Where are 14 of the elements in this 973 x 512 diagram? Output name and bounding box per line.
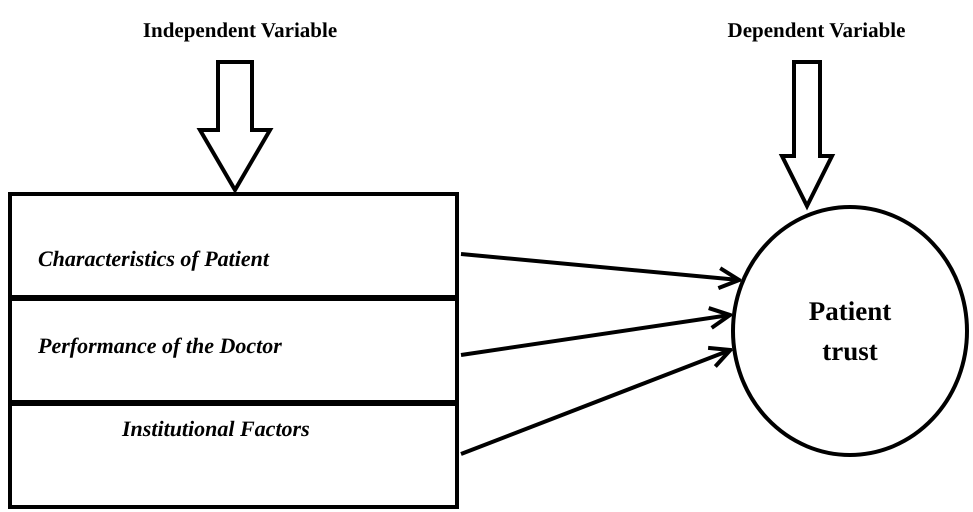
factor-box xyxy=(8,192,459,299)
factor-label: Characteristics of Patient xyxy=(38,245,270,273)
arrow xyxy=(460,252,742,290)
arrow xyxy=(460,306,732,357)
factor-label: Institutional Factors xyxy=(122,415,311,443)
heading-text: Dependent Variable xyxy=(728,17,906,44)
factor-label: Performance of the Doctor xyxy=(38,332,283,360)
block-arrow xyxy=(196,60,274,194)
heading-text: Independent Variable xyxy=(142,17,338,44)
factor-box xyxy=(8,402,459,509)
factor-box xyxy=(8,297,459,404)
block-arrow xyxy=(778,60,836,210)
arrow xyxy=(460,346,732,456)
outcome-label: Patient trust xyxy=(808,295,892,368)
